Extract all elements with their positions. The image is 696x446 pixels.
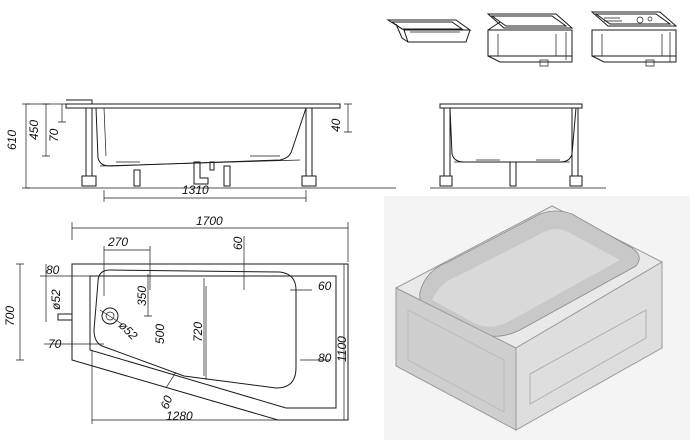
dim-drain-diameter: ø52	[49, 289, 63, 310]
dim-rim-60-right: 60	[318, 279, 332, 293]
thumbnail-bathtub-only	[386, 19, 472, 43]
dim-offset-270: 270	[107, 235, 128, 249]
side-view-dimensions	[22, 103, 352, 202]
thumbnail-bathtub-frame-hydromassage	[590, 11, 678, 67]
dim-inner-720: 720	[191, 322, 205, 342]
dim-width-700: 700	[3, 306, 17, 326]
dim-rim-60-top: 60	[231, 236, 245, 250]
side-view-long	[26, 99, 396, 189]
dim-rim-depth: 70	[47, 128, 61, 142]
dim-total-height: 610	[5, 130, 19, 150]
dim-depth-350: 350	[135, 286, 149, 306]
dim-total-1100: 1100	[335, 336, 349, 362]
thumbnail-bathtub-frame	[486, 13, 574, 67]
dim-panel-offset: 40	[329, 118, 343, 132]
dim-right-80: 80	[318, 351, 332, 365]
dim-left-80: 80	[46, 263, 60, 277]
dim-angle-diameter: ø52	[116, 318, 141, 343]
side-view-short	[430, 103, 606, 189]
dim-plan-length: 1700	[196, 214, 223, 228]
dim-bottom-1280: 1280	[166, 409, 193, 423]
dim-rim-height: 450	[27, 120, 41, 140]
dim-left-70: 70	[48, 337, 62, 351]
render-side-panel	[515, 261, 663, 431]
dim-depth-500: 500	[153, 324, 167, 344]
bathtub-3d-render	[384, 196, 690, 440]
dim-drain-spacing: 1310	[182, 183, 209, 197]
plan-view-dimensions	[16, 222, 349, 424]
dim-rim-60-bottom: 60	[158, 393, 176, 411]
